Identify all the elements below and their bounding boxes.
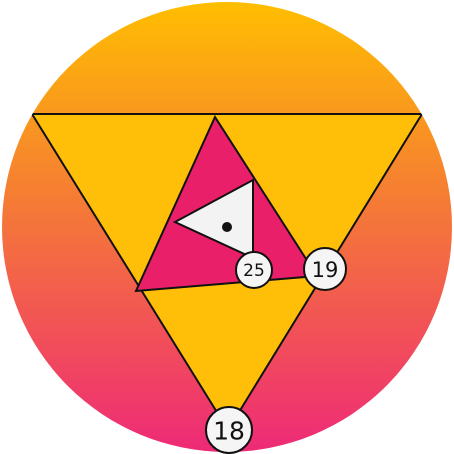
badge-bottom[interactable]: 18 <box>205 406 253 454</box>
badge-inner[interactable]: 25 <box>235 251 273 289</box>
badge-bottom-label: 18 <box>213 417 245 446</box>
badge-right-label: 19 <box>312 258 339 282</box>
dot-icon <box>222 222 232 232</box>
badge-right-circle <box>303 247 347 291</box>
badge-bottom-circle <box>205 406 253 454</box>
badge-inner-label: 25 <box>243 261 265 281</box>
badge-inner-circle <box>235 251 273 289</box>
badge-right[interactable]: 19 <box>303 247 347 291</box>
inner-triangle[interactable] <box>172 178 254 260</box>
